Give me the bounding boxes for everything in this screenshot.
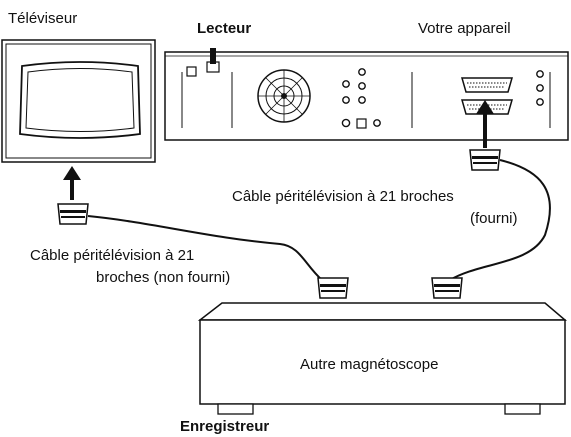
- your-device-label: Votre appareil: [418, 20, 511, 37]
- scart-plug-player: [469, 149, 501, 171]
- arrow-to-player: [476, 100, 494, 148]
- scart-plug-tv: [57, 203, 89, 225]
- player-label: Lecteur: [197, 20, 252, 37]
- player-back-panel: [164, 48, 569, 141]
- other-vcr: [197, 302, 568, 415]
- cable-not-supplied-label-line2: broches (non fourni): [96, 269, 231, 286]
- scart-plug-vcr-left: [317, 277, 349, 299]
- scart-plug-vcr-right: [431, 277, 463, 299]
- recorder-label: Enregistreur: [180, 418, 270, 435]
- cable-supplied-label-line2: (fourni): [470, 210, 518, 227]
- other-vcr-label: Autre magnétoscope: [300, 356, 439, 373]
- cable-supplied-label-line1: Câble péritélévision à 21 broches: [232, 188, 454, 205]
- cable-not-supplied-label-line1: Câble péritélévision à 21: [30, 247, 195, 264]
- tv-label: Téléviseur: [8, 10, 78, 27]
- cable-supplied: [449, 159, 551, 281]
- television: [1, 39, 156, 163]
- cable-not-supplied: [87, 215, 323, 281]
- arrow-to-tv: [63, 166, 81, 200]
